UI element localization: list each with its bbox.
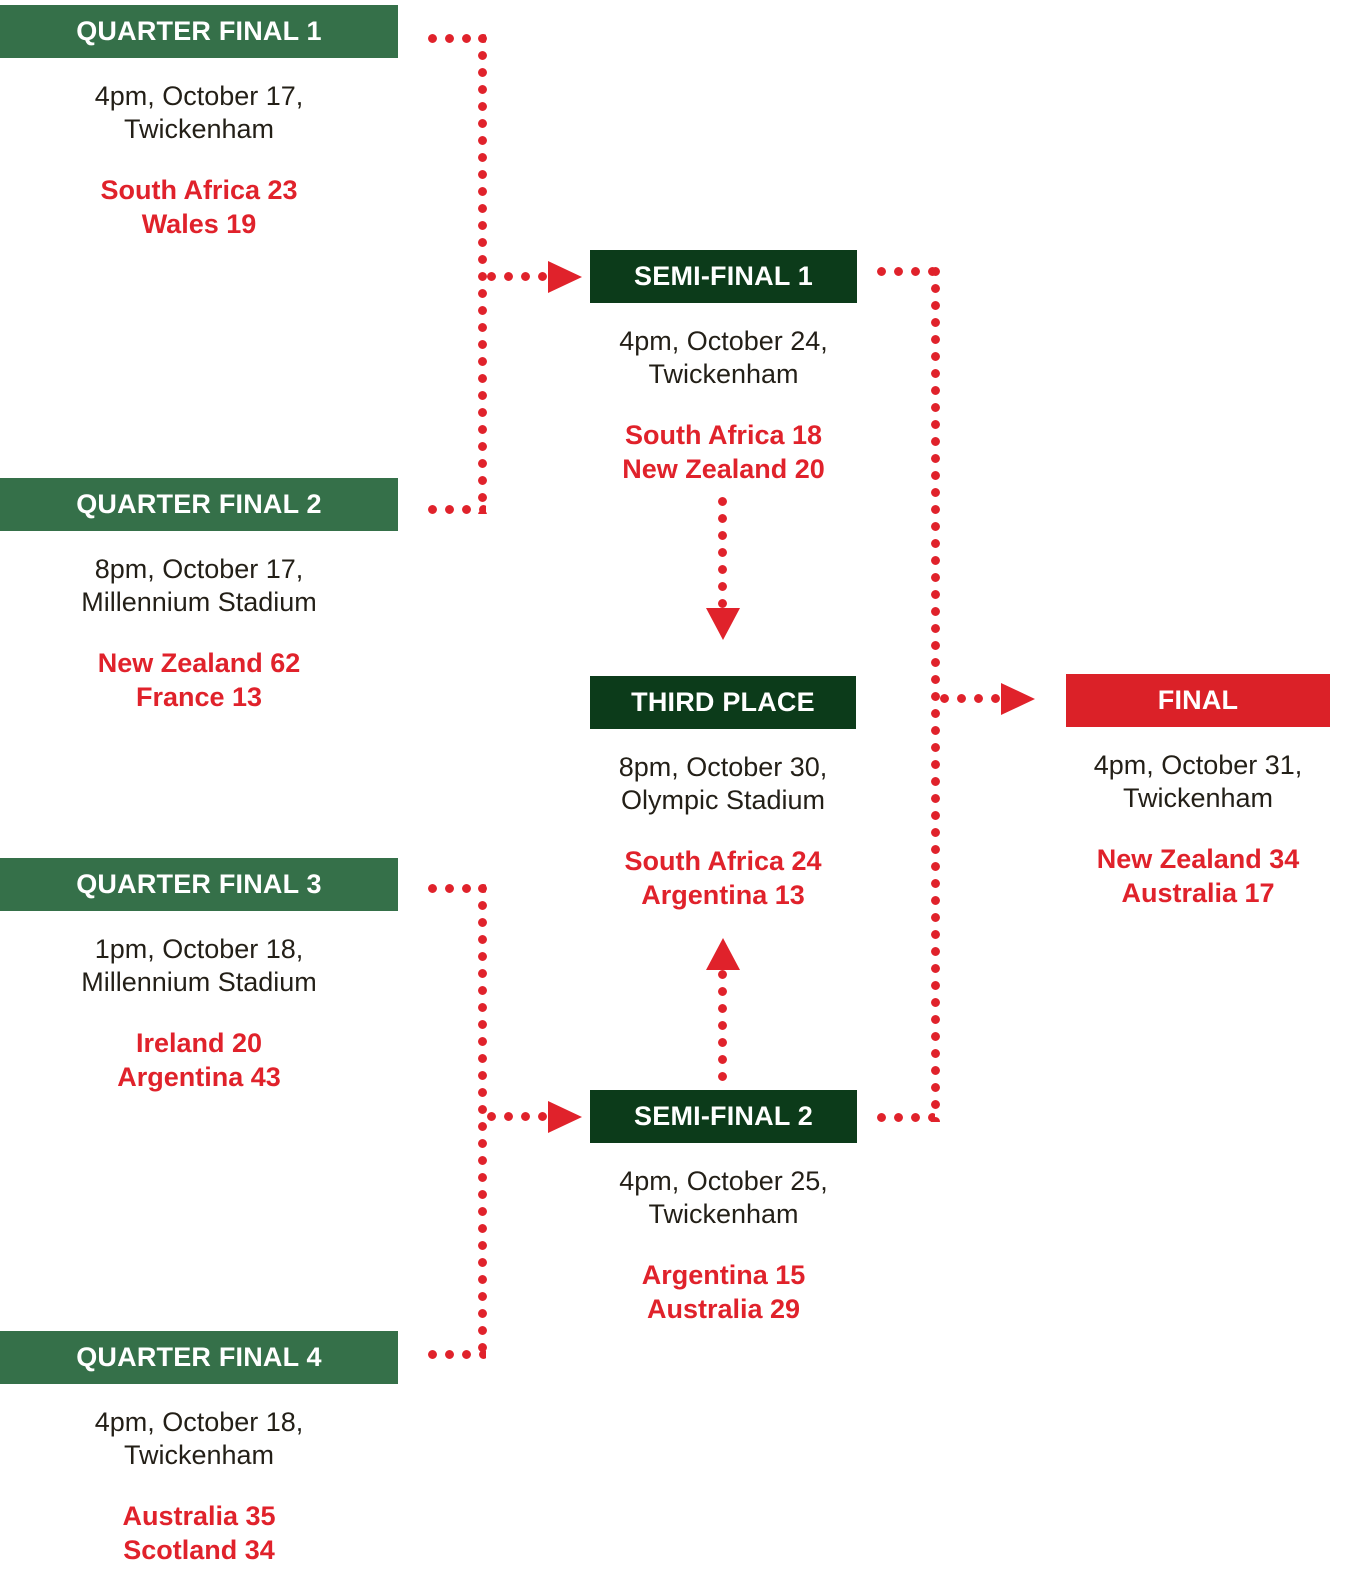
match-scores-semi-final-2: Argentina 15 Australia 29 <box>641 1259 806 1325</box>
connector-segment-to-final <box>940 694 1004 703</box>
match-scores-quarter-final-2: New Zealand 62 France 13 <box>97 647 301 713</box>
match-quarter-final-3[interactable]: QUARTER FINAL 3 1pm, October 18, Millenn… <box>0 858 398 1095</box>
connector-segment-sf1-out <box>877 267 935 276</box>
arrow-down-to-third-place-icon <box>706 608 740 640</box>
match-scores-semi-final-1: South Africa 18 New Zealand 20 <box>622 419 825 485</box>
connector-segment-qf2-out <box>428 505 486 514</box>
connector-segment-to-sf2 <box>487 1112 551 1121</box>
match-title-semi-final-1: SEMI-FINAL 1 <box>590 250 857 303</box>
arrow-to-semi-final-2-icon <box>548 1101 582 1133</box>
connector-segment-left-lower-vertical <box>478 884 487 1359</box>
match-scores-quarter-final-1: South Africa 23 Wales 19 <box>100 174 298 240</box>
match-third-place[interactable]: THIRD PLACE 8pm, October 30, Olympic Sta… <box>590 676 856 913</box>
match-title-quarter-final-2: QUARTER FINAL 2 <box>0 478 398 531</box>
connector-segment-qf4-out <box>428 1350 486 1359</box>
match-scores-third-place: South Africa 24 Argentina 13 <box>624 845 822 911</box>
match-semi-final-2[interactable]: SEMI-FINAL 2 4pm, October 25, Twickenham… <box>590 1090 857 1327</box>
connector-segment-to-sf1 <box>487 272 551 281</box>
connector-segment-qf3-out <box>428 884 486 893</box>
match-venue-quarter-final-1: 4pm, October 17, Twickenham <box>94 81 304 144</box>
match-scores-final: New Zealand 34 Australia 17 <box>1096 843 1300 909</box>
match-quarter-final-2[interactable]: QUARTER FINAL 2 8pm, October 17, Millenn… <box>0 478 398 715</box>
match-scores-quarter-final-4: Australia 35 Scotland 34 <box>122 1500 276 1566</box>
match-quarter-final-1[interactable]: QUARTER FINAL 1 4pm, October 17, Twicken… <box>0 5 398 242</box>
match-title-final: FINAL <box>1066 674 1330 727</box>
arrow-up-to-third-place-icon <box>706 938 740 970</box>
match-title-quarter-final-4: QUARTER FINAL 4 <box>0 1331 398 1384</box>
match-venue-quarter-final-2: 8pm, October 17, Millennium Stadium <box>81 554 317 617</box>
match-title-semi-final-2: SEMI-FINAL 2 <box>590 1090 857 1143</box>
match-venue-semi-final-2: 4pm, October 25, Twickenham <box>619 1166 828 1229</box>
connector-segment-sf1-down <box>718 497 727 609</box>
match-venue-final: 4pm, October 31, Twickenham <box>1093 750 1303 813</box>
arrow-to-semi-final-1-icon <box>548 261 582 293</box>
connector-segment-sf2-up <box>718 970 727 1082</box>
match-final[interactable]: FINAL 4pm, October 31, Twickenham New Ze… <box>1066 674 1330 911</box>
connector-segment-sf2-out <box>877 1113 935 1122</box>
connector-segment-right-vertical <box>931 267 940 1122</box>
match-venue-quarter-final-4: 4pm, October 18, Twickenham <box>94 1407 304 1470</box>
match-scores-quarter-final-3: Ireland 20 Argentina 43 <box>117 1027 281 1093</box>
match-title-quarter-final-3: QUARTER FINAL 3 <box>0 858 398 911</box>
connector-segment-left-upper-vertical <box>478 34 487 514</box>
match-quarter-final-4[interactable]: QUARTER FINAL 4 4pm, October 18, Twicken… <box>0 1331 398 1568</box>
match-title-third-place: THIRD PLACE <box>590 676 856 729</box>
match-title-quarter-final-1: QUARTER FINAL 1 <box>0 5 398 58</box>
match-venue-quarter-final-3: 1pm, October 18, Millennium Stadium <box>81 934 317 997</box>
match-venue-third-place: 8pm, October 30, Olympic Stadium <box>618 752 828 815</box>
connector-segment-qf1-out <box>428 34 486 43</box>
arrow-to-final-icon <box>1001 683 1035 715</box>
match-semi-final-1[interactable]: SEMI-FINAL 1 4pm, October 24, Twickenham… <box>590 250 857 487</box>
match-venue-semi-final-1: 4pm, October 24, Twickenham <box>619 326 828 389</box>
